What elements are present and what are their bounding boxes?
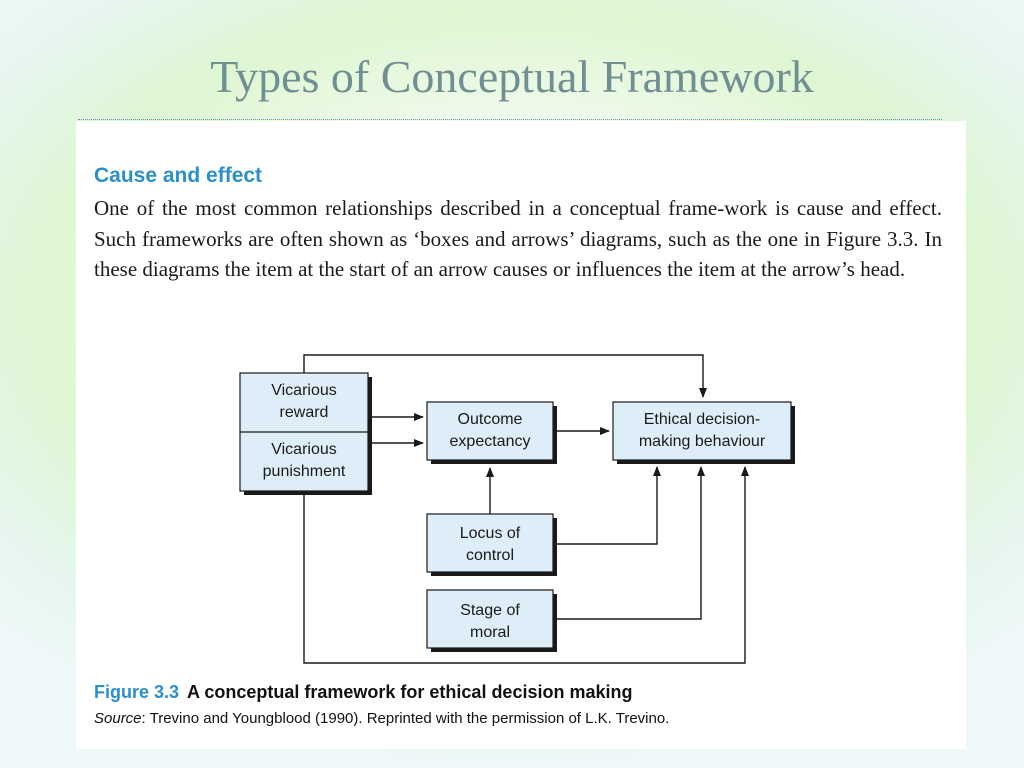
figure-caption-text: A conceptual framework for ethical decis… [187,682,633,702]
arrow-punishment-to-ethical [303,466,749,664]
node-vicarious-reward-line1: Vicarious [271,382,337,399]
figure-source-text: : Trevino and Youngblood (1990). Reprint… [141,710,670,727]
node-vicarious-punishment: Vicarious punishment [263,441,346,480]
node-stage-of-moral-line1: Stage of [460,602,520,619]
section-heading: Cause and effect [94,164,263,187]
content-panel: Cause and effect One of the most common … [76,121,966,749]
node-locus-of-control-line2: control [466,547,514,564]
title-divider [78,119,942,120]
node-outcome-expectancy: Outcome expectancy [426,401,557,464]
node-vicarious-punishment-line1: Vicarious [271,441,337,458]
figure-source: Source: Trevino and Youngblood (1990). R… [94,710,669,727]
node-ethical-decision-line1: Ethical decision- [644,411,761,428]
node-outcome-expectancy-line2: expectancy [450,433,531,450]
section-body-text: One of the most common relationships des… [94,196,942,281]
node-ethical-decision-behaviour: Ethical decision- making behaviour [612,401,795,464]
figure-caption: Figure 3.3 A conceptual framework for eth… [94,682,632,703]
slide-title: Types of Conceptual Framework [210,51,814,102]
node-ethical-decision-line2: making behaviour [639,433,766,450]
node-locus-of-control-line1: Locus of [460,525,521,542]
node-vicarious-reward: Vicarious reward [239,372,372,495]
figure-source-label: Source [94,710,142,727]
node-vicarious-reward-line2: reward [280,404,329,421]
node-stage-of-moral-line2: moral [470,624,510,641]
figure-number: Figure 3.3 [94,682,180,702]
node-stage-of-moral: Stage of moral [426,589,557,652]
arrow-moral-to-outcome-ethical [553,466,705,620]
arrow-locus-to-ethical [553,466,661,545]
node-locus-of-control: Locus of control [426,513,557,576]
arrow-reward-to-ethical [303,354,707,398]
node-outcome-expectancy-line1: Outcome [458,411,523,428]
diagram-connectors [303,354,749,664]
node-vicarious-punishment-line2: punishment [263,463,346,480]
cause-effect-diagram: Vicarious reward Vicarious punishment Ou… [239,354,795,664]
